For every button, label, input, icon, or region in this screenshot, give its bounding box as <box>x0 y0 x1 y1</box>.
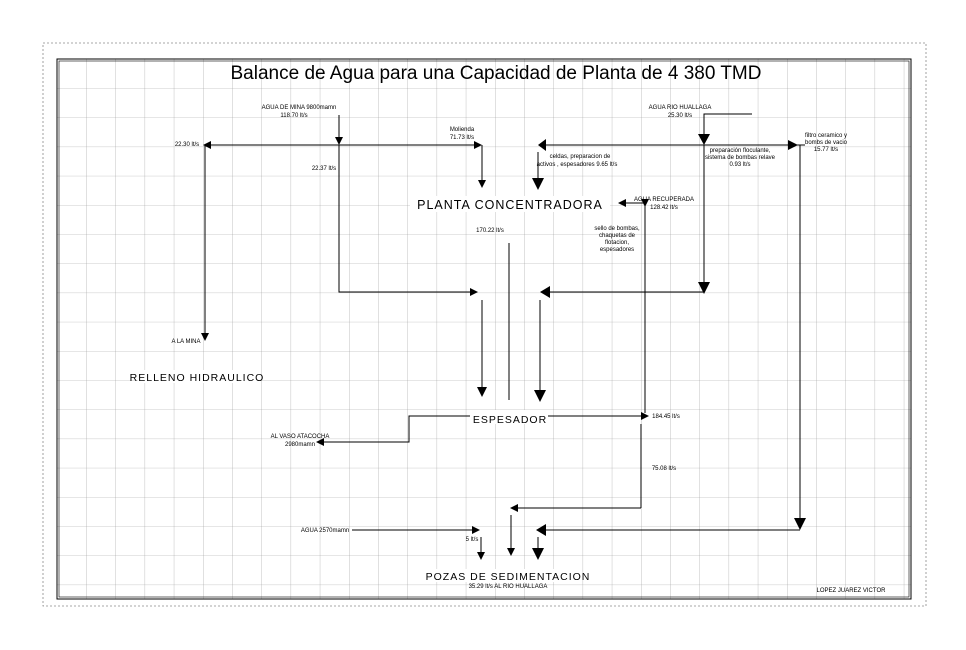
label-agua-mina-flow: 118.70 lt/s <box>280 113 307 119</box>
label-agua-2570-flow: 5 lt/s <box>466 537 479 543</box>
arrowhead <box>203 141 211 149</box>
label-pozas-outflow: 35.29 lt/s AL RIO HUALLAGA <box>469 584 548 590</box>
label-filtro-2: bombs de vacio <box>805 140 848 146</box>
node-espesador: ESPESADOR <box>473 414 547 426</box>
label-agua-rio: AGUA RIO HUALLAGA <box>649 105 712 111</box>
label-floculante: preparación floculante, <box>710 148 771 154</box>
label-agua-2570: AGUA 2570mamn <box>301 528 349 534</box>
label-vaso-atacocha: AL VASO ATACOCHA <box>271 434 330 440</box>
arrowhead <box>510 504 518 512</box>
arrowhead <box>534 390 546 402</box>
label-a-la-mina: A LA MINA <box>171 339 200 345</box>
arrowhead <box>201 333 209 341</box>
label-filtro-flow: 15.77 lt/s <box>814 147 838 153</box>
arrowhead <box>474 141 482 149</box>
arrowhead <box>641 412 649 420</box>
label-vaso-atacocha-flow: 2980mamn <box>285 442 315 448</box>
label-sello-4: espesadores <box>600 247 634 253</box>
label-sello: sello de bombas, <box>594 226 640 232</box>
drawing-frame-inner <box>58 60 910 598</box>
arrowhead <box>788 140 798 150</box>
arrowhead <box>335 137 343 145</box>
arrowhead <box>470 288 478 296</box>
arrowhead <box>532 178 544 190</box>
arrowhead <box>532 548 544 560</box>
label-2237: 22.37 lt/s <box>312 166 336 172</box>
label-molienda-flow: 71.73 lt/s <box>450 135 474 141</box>
label-agua-rio-flow: 25.30 lt/s <box>668 113 692 119</box>
label-sello-2: chaquetas de <box>599 233 636 239</box>
outer-dashed-border <box>42 42 927 607</box>
label-floculante-2: sistema de bombas relave <box>705 155 776 161</box>
flow-lines <box>204 113 805 552</box>
label-floculante-flow: 0.93 lt/s <box>729 162 750 168</box>
arrowhead <box>794 518 806 530</box>
drawing-frame <box>56 58 912 600</box>
label-celdas: celdas, preparacion de <box>550 154 611 160</box>
label-agua-mina: AGUA DE MINA 9800mamn <box>262 105 337 111</box>
label-2230: 22.30 lt/s <box>175 142 199 148</box>
arrowhead <box>698 282 710 294</box>
label-celdas-flow: activos , espesadores 9.65 lt/s <box>537 162 618 168</box>
arrowhead <box>477 552 485 560</box>
arrowhead <box>641 199 649 207</box>
label-molienda: Molienda <box>450 127 475 133</box>
node-pozas-de-sedimentacion: POZAS DE SEDIMENTACION <box>426 571 591 583</box>
grid-background <box>57 59 911 599</box>
arrowhead <box>478 180 486 188</box>
diagram-title: Balance de Agua para una Capacidad de Pl… <box>231 63 762 84</box>
arrowhead <box>472 526 480 534</box>
label-agua-recuperada: AGUA RECUPERADA <box>634 197 694 203</box>
author-label: LOPEZ JUAREZ VICTOR <box>817 588 887 594</box>
arrowhead <box>507 548 515 556</box>
arrowhead <box>540 286 550 298</box>
node-relleno-hidraulico: RELLENO HIDRAULICO <box>130 372 265 384</box>
label-17022: 170.22 lt/s <box>476 228 504 234</box>
label-filtro: filtro ceramico y <box>805 133 847 139</box>
label-7508: 75.08 lt/s <box>652 466 676 472</box>
arrowhead <box>316 438 324 446</box>
label-18445: 184.45 lt/s <box>652 414 680 420</box>
arrowhead <box>698 134 710 145</box>
node-planta-concentradora: PLANTA CONCENTRADORA <box>417 198 603 212</box>
arrowhead <box>477 387 487 397</box>
flow-arrowheads <box>201 134 806 560</box>
arrowhead <box>618 199 626 207</box>
label-agua-recuperada-flow: 128.42 lt/s <box>650 205 678 211</box>
flow-labels: AGUA DE MINA 9800mamn 118.70 lt/s AGUA R… <box>171 105 886 594</box>
arrowhead <box>536 524 546 536</box>
arrowhead <box>538 139 546 151</box>
label-sello-3: flotacion, <box>605 240 629 246</box>
